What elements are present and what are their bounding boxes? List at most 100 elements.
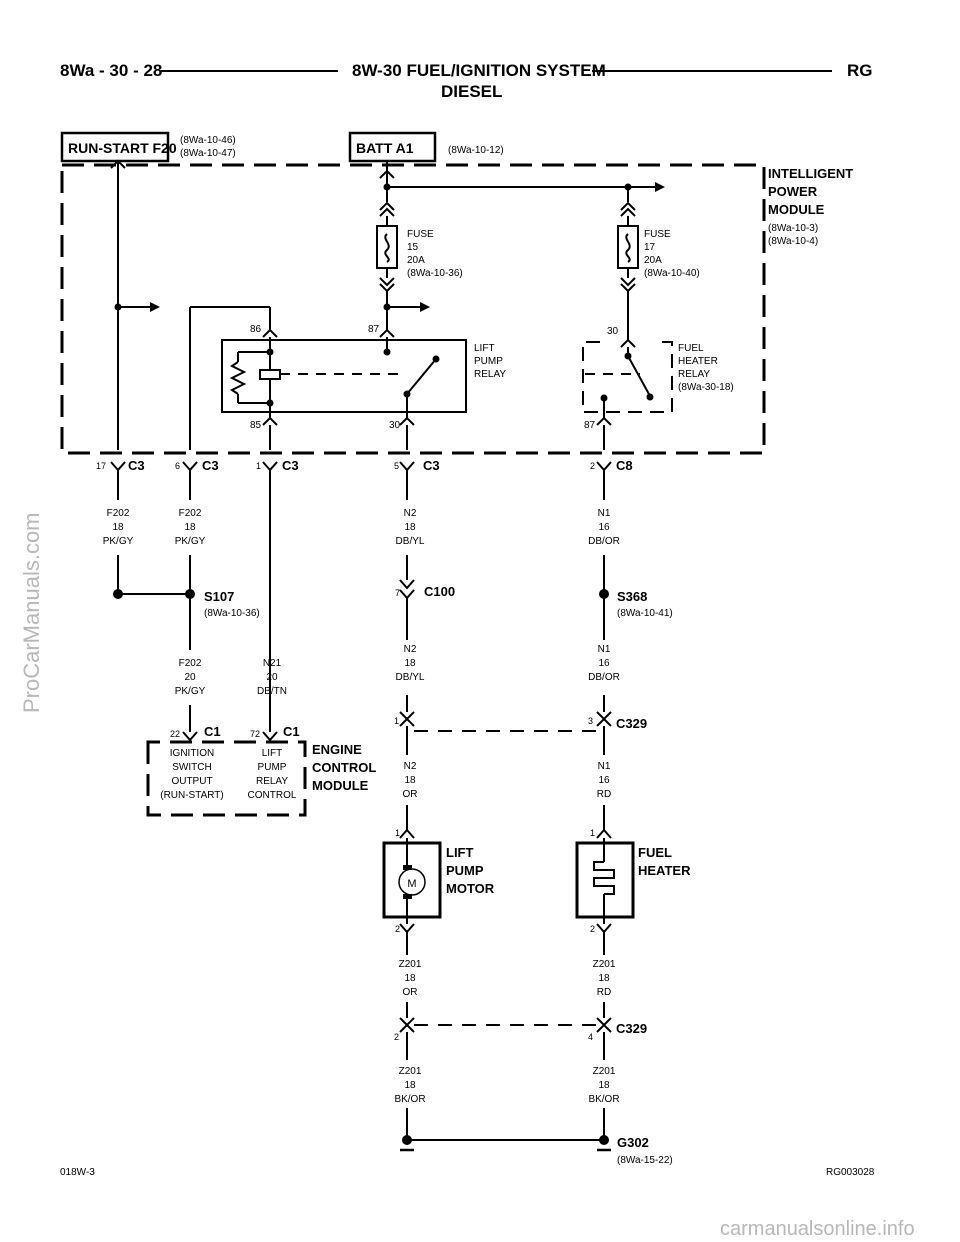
ecm-lift-label-1: LIFT [262, 748, 283, 759]
c1-pin-72: 72 [250, 729, 260, 739]
bottom-watermark: carmanualsonline.info [720, 1218, 915, 1240]
relay-pin-85: 85 [250, 420, 262, 431]
fuse-17-rating: 20A [644, 255, 662, 266]
wire-w1-color: PK/GY [103, 536, 134, 547]
page-title: 8W-30 FUEL/IGNITION SYSTEM [352, 61, 606, 80]
heater-relay-ref: (8Wa-30-18) [678, 382, 734, 393]
page-subtitle: DIESEL [441, 82, 503, 101]
wire-w4-circuit: N1 [598, 508, 611, 519]
fuse-17-number: 17 [644, 242, 656, 253]
s107-left-dot [113, 589, 123, 599]
c3-pin-1: 1 [256, 461, 261, 471]
lift-relay-label-3: RELAY [474, 369, 506, 380]
batt-label: BATT A1 [356, 140, 414, 156]
s368-splice [599, 589, 609, 599]
lift-motor-label-1: LIFT [446, 845, 473, 860]
wire-w14-color: BK/OR [588, 1094, 619, 1105]
ecm-lift-label-4: CONTROL [248, 790, 297, 801]
wire-w5-gauge: 20 [184, 672, 196, 683]
ecm-ign-label-3: OUTPUT [171, 776, 212, 787]
relay-pin-30: 30 [389, 420, 401, 431]
connector-c3-17: C3 [128, 458, 145, 473]
wire-w13-color: BK/OR [394, 1094, 425, 1105]
model-code: RG [847, 61, 873, 80]
lift-relay-label-1: LIFT [474, 343, 495, 354]
c329-pin-2: 2 [394, 1032, 399, 1042]
wire-w1-gauge: 18 [112, 522, 124, 533]
wire-w6-circuit: N21 [263, 658, 282, 669]
ecm-ign-label-4: (RUN-START) [160, 790, 224, 801]
ecm-label-2: CONTROL [312, 760, 376, 775]
wire-w11-color: OR [403, 987, 418, 998]
connector-c1-22: C1 [204, 724, 221, 739]
lift-relay-label-2: PUMP [474, 356, 503, 367]
connector-c3-6: C3 [202, 458, 219, 473]
wire-w2-gauge: 18 [184, 522, 196, 533]
wire-w13-gauge: 18 [404, 1080, 416, 1091]
footer-figure-id: 018W-3 [60, 1167, 95, 1178]
connector-c8-2: C8 [616, 458, 633, 473]
wire-w6-color: DB/TN [257, 686, 287, 697]
wire-w11-gauge: 18 [404, 973, 416, 984]
run-start-box [60, 131, 170, 163]
ecm-lift-label-3: RELAY [256, 776, 288, 787]
wire-w14-circuit: Z201 [593, 1066, 616, 1077]
ground-g302-ref: (8Wa-15-22) [617, 1155, 673, 1166]
wire-w10-color: RD [597, 789, 611, 800]
heater-pin-2: 2 [590, 924, 595, 934]
wire-w2-color: PK/GY [175, 536, 206, 547]
wire-w3-gauge: 18 [404, 522, 416, 533]
heater-relay-label-2: HEATER [678, 356, 718, 367]
page-number: 8Wa - 30 - 28 [60, 61, 163, 80]
run-start-ref-1: (8Wa-10-46) [180, 135, 236, 146]
wire-w12-color: RD [597, 987, 611, 998]
wire-w11-circuit: Z201 [399, 959, 422, 970]
ipm-label-3: MODULE [768, 202, 825, 217]
lift-pump-relay-box [221, 339, 467, 413]
fuse-17-ref: (8Wa-10-40) [644, 268, 700, 279]
relay-pin-86: 86 [250, 324, 262, 335]
run-start-label: RUN-START F20 [68, 140, 177, 156]
fuel-heater-relay-box [582, 341, 673, 413]
splice-s107-ref: (8Wa-10-36) [204, 608, 260, 619]
ipm-ref-2: (8Wa-10-4) [768, 236, 818, 247]
ecm-lift-label-2: PUMP [258, 762, 287, 773]
ipm-label-1: INTELLIGENT [768, 166, 853, 181]
c100-pin-7: 7 [395, 588, 400, 598]
lift-motor-pin-2: 2 [395, 924, 400, 934]
fuse-15-ref: (8Wa-10-36) [407, 268, 463, 279]
fuel-heater-label-2: HEATER [638, 863, 691, 878]
fuel-heater-label-1: FUEL [638, 845, 672, 860]
wire-w3-color: DB/YL [396, 536, 425, 547]
ipm-label-2: POWER [768, 184, 818, 199]
wire-w9-gauge: 18 [404, 775, 416, 786]
c329-pin-3: 3 [588, 716, 593, 726]
fuse-15-label: FUSE [407, 229, 434, 240]
wire-w9-color: OR [403, 789, 418, 800]
ipm-boundary [60, 163, 766, 455]
lift-pump-motor-box [382, 841, 442, 919]
wire-w12-circuit: Z201 [593, 959, 616, 970]
connector-c3-5: C3 [423, 458, 440, 473]
header-rule-left [160, 70, 338, 72]
wire-w1-circuit: F202 [107, 508, 130, 519]
connector-c3-1: C3 [282, 458, 299, 473]
ecm-boundary [146, 740, 307, 817]
batt-box [348, 131, 437, 163]
s107-splice [185, 589, 195, 599]
wire-w5-circuit: F202 [179, 658, 202, 669]
connector-c329-upper: C329 [616, 716, 647, 731]
splice-s368-label: S368 [617, 589, 647, 604]
relay-pin-87: 87 [368, 324, 380, 335]
c3-pin-6: 6 [175, 461, 180, 471]
lift-motor-label-3: MOTOR [446, 881, 495, 896]
motor-symbol: M [407, 878, 416, 890]
ecm-ign-label-2: SWITCH [172, 762, 211, 773]
wire-w10-gauge: 16 [598, 775, 610, 786]
footer-doc-id: RG003028 [826, 1167, 875, 1178]
wire-w8-gauge: 16 [598, 658, 610, 669]
fuse-15-rating: 20A [407, 255, 425, 266]
ecm-label-1: ENGINE [312, 742, 362, 757]
lift-motor-label-2: PUMP [446, 863, 484, 878]
